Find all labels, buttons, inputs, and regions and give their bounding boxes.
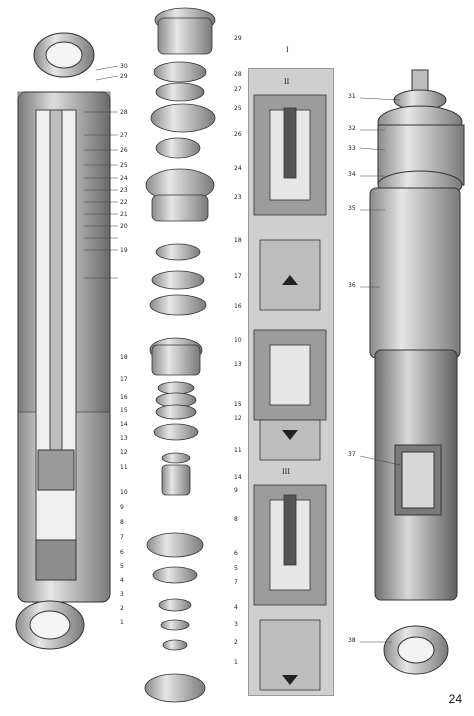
callout-left: 2: [120, 605, 124, 612]
callout-left: 4: [120, 577, 124, 584]
callout-middle: 9: [234, 487, 238, 494]
callout-left: 7: [120, 534, 124, 541]
callout-middle: 15: [234, 401, 242, 408]
callout-left: 16: [120, 394, 128, 401]
callout-left: 15: [120, 407, 128, 414]
callout-left: 1: [120, 619, 124, 626]
callout-middle: 13: [234, 361, 242, 368]
callout-left: 10: [120, 489, 128, 496]
callout-left: 13: [120, 435, 128, 442]
callout-left: 26: [120, 147, 128, 154]
callout-middle: 11: [234, 447, 242, 454]
panel-mark-2: II: [284, 77, 290, 86]
callout-right: 36: [348, 282, 356, 289]
callout-right: 35: [348, 205, 356, 212]
callout-middle: 18: [234, 237, 242, 244]
callout-left: 17: [120, 376, 128, 383]
callout-left: 5: [120, 563, 124, 570]
callout-middle: 2: [234, 639, 238, 646]
callout-left: 11: [120, 464, 128, 471]
callout-middle: 29: [234, 35, 242, 42]
callout-left: 14: [120, 421, 128, 428]
callout-middle: 6: [234, 550, 238, 557]
callout-left: 20: [120, 223, 128, 230]
callout-left: 22: [120, 199, 128, 206]
callout-left: 12: [120, 449, 128, 456]
callout-right: 34: [348, 171, 356, 178]
callout-middle: 27: [234, 86, 242, 93]
callout-middle: 12: [234, 415, 242, 422]
callout-right: 38: [348, 637, 356, 644]
callout-middle: 26: [234, 131, 242, 138]
callout-left: 21: [120, 211, 128, 218]
panel-mark-3: III: [282, 467, 290, 476]
callout-right: 31: [348, 93, 356, 100]
callout-middle: 24: [234, 165, 242, 172]
callout-middle: 7: [234, 579, 238, 586]
callout-middle: 5: [234, 565, 238, 572]
callout-middle: 10: [234, 337, 242, 344]
callout-left: 25: [120, 162, 128, 169]
callout-left: 19: [120, 247, 128, 254]
callout-left: 29: [120, 73, 128, 80]
callout-left: 24: [120, 175, 128, 182]
callout-left: 18: [120, 354, 128, 361]
callout-right: 37: [348, 451, 356, 458]
callout-left: 28: [120, 109, 128, 116]
callout-middle: 1: [234, 659, 238, 666]
page-number: 24: [448, 692, 462, 706]
callout-left: 23: [120, 187, 128, 194]
callout-left: 30: [120, 63, 128, 70]
callout-middle: 23: [234, 194, 242, 201]
callout-middle: 4: [234, 604, 238, 611]
callout-middle: 17: [234, 273, 242, 280]
callout-middle: 3: [234, 621, 238, 628]
callout-middle: 28: [234, 71, 242, 78]
panel-mark-1: I: [286, 45, 289, 54]
callout-middle: 14: [234, 474, 242, 481]
callout-middle: 8: [234, 516, 238, 523]
callout-right: 33: [348, 145, 356, 152]
callout-right: 32: [348, 125, 356, 132]
callout-middle: 16: [234, 303, 242, 310]
callout-left: 9: [120, 504, 124, 511]
callout-left: 3: [120, 591, 124, 598]
callout-middle: 25: [234, 105, 242, 112]
callout-left: 8: [120, 519, 124, 526]
callout-left: 6: [120, 549, 124, 556]
callout-left: 27: [120, 132, 128, 139]
